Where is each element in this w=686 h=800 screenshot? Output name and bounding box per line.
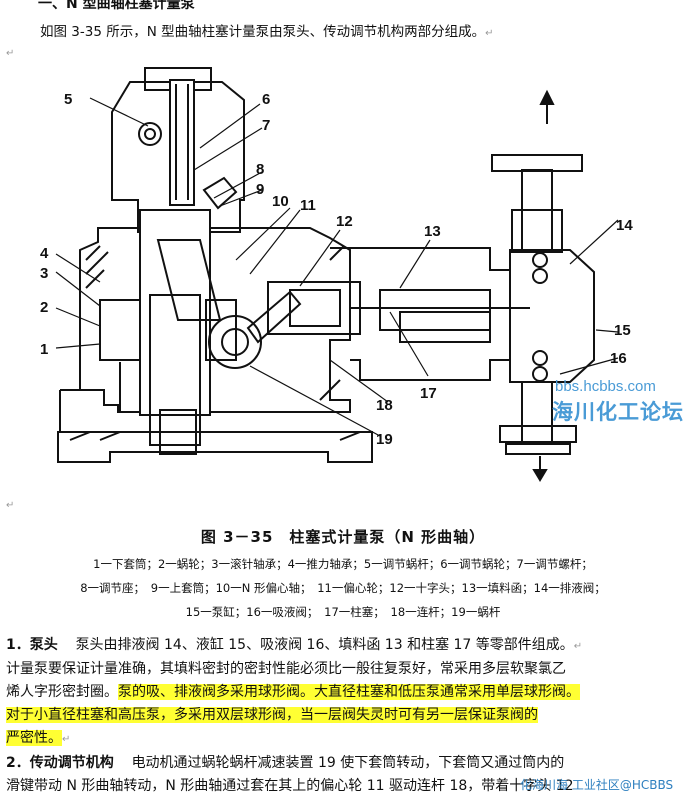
callout-17: 17 — [420, 385, 437, 402]
return-mark: ↵ — [6, 48, 15, 59]
highlighted-text: 泵的吸、排液阀多采用球形阀。 — [118, 684, 314, 700]
callout-7: 7 — [262, 117, 270, 134]
callout-11: 11 — [300, 197, 316, 214]
callout-15: 15 — [614, 322, 631, 339]
section-2-title: 2．传动调节机构 — [6, 755, 114, 771]
highlighted-text: 对于小直径柱塞和高压泵，多采用双层球形阀，当一层阀失灵时可有另一层保证泵阀的 — [6, 707, 538, 723]
callout-19: 19 — [376, 431, 393, 448]
intro-text: 如图 3-35 所示，N 型曲轴柱塞计量泵由泵头、传动调节机构两部分组成。 — [40, 24, 486, 40]
section-2-paragraph: 2．传动调节机构 电动机通过蜗轮蜗杆减速装置 19 使下套筒转动，下套筒又通过筒… — [6, 752, 682, 798]
paragraph-text: 滑键带动 N 形曲轴转动，N 形曲轴通过套在其上的偏心轮 11 驱动连杆 18，… — [6, 778, 574, 794]
callout-10: 10 — [272, 193, 289, 210]
callout-4: 4 — [40, 245, 49, 262]
callout-13: 13 — [424, 223, 441, 240]
return-mark: ↵ — [6, 500, 15, 511]
callout-2: 2 — [40, 299, 48, 316]
callout-12: 12 — [336, 213, 353, 230]
return-mark: ↵ — [62, 734, 71, 745]
legend-line: 8一调节座； 9一上套筒；10一N 形偏心轴； 11一偏心轮；12一十字头；13… — [80, 581, 606, 595]
return-mark: ↵ — [573, 641, 583, 652]
pump-diagram: 5 6 7 8 9 10 11 12 13 14 15 16 17 18 19 … — [40, 67, 633, 482]
highlighted-text: 严密性。 — [6, 730, 62, 746]
legend-line: 15一泵缸；16一吸液阀； 17一柱塞； 18一连杆；19一蜗杆 — [185, 605, 501, 619]
callout-8: 8 — [256, 161, 264, 178]
paragraph-text: 计量泵要保证计量准确，其填料密封的密封性能必须比一般往复泵好，常采用多层软聚氯乙 — [6, 661, 566, 677]
section-1-title: 1．泵头 — [6, 637, 58, 653]
figure-caption: 图 3－35 柱塞式计量泵（N 形曲轴） — [200, 528, 486, 546]
callout-3: 3 — [40, 265, 48, 282]
intro-paragraph: 如图 3-35 所示，N 型曲轴柱塞计量泵由泵头、传动调节机构两部分组成。↵ — [40, 20, 494, 40]
legend-line: 1一下套筒；2一蜗轮；3一滚针轴承；4一推力轴承；5一调节蜗杆；6一调节蜗轮；7… — [93, 557, 593, 571]
callout-5: 5 — [64, 91, 72, 108]
watermark-forum: 海川化工论坛 — [552, 400, 684, 424]
callout-14: 14 — [616, 217, 633, 234]
callout-18: 18 — [376, 397, 393, 414]
watermark-footer: 化海川海 工业社区@HCBBS — [520, 778, 674, 792]
watermark-site: bbs.hcbbs.com — [555, 378, 656, 395]
callout-1: 1 — [40, 341, 48, 358]
paragraph-text: 电动机通过蜗轮蜗杆减速装置 19 使下套筒转动，下套筒又通过筒内的 — [131, 755, 565, 771]
section-1-paragraph: 1．泵头 泵头由排液阀 14、液缸 15、吸液阀 16、填料函 13 和柱塞 1… — [6, 634, 682, 751]
callout-6: 6 — [262, 91, 270, 108]
paragraph-text: 烯人字形密封圈。 — [6, 684, 118, 700]
paragraph-text: 泵头由排液阀 14、液缸 15、吸液阀 16、填料函 13 和柱塞 17 等零部… — [75, 637, 574, 653]
return-mark: ↵ — [485, 28, 494, 39]
callout-9: 9 — [256, 181, 264, 198]
callout-16: 16 — [610, 350, 627, 367]
section-heading: 一、N 型曲轴柱塞计量泵 — [38, 0, 195, 12]
highlighted-text: 大直径柱塞和低压泵通常采用单层球形阀。 — [314, 684, 580, 700]
